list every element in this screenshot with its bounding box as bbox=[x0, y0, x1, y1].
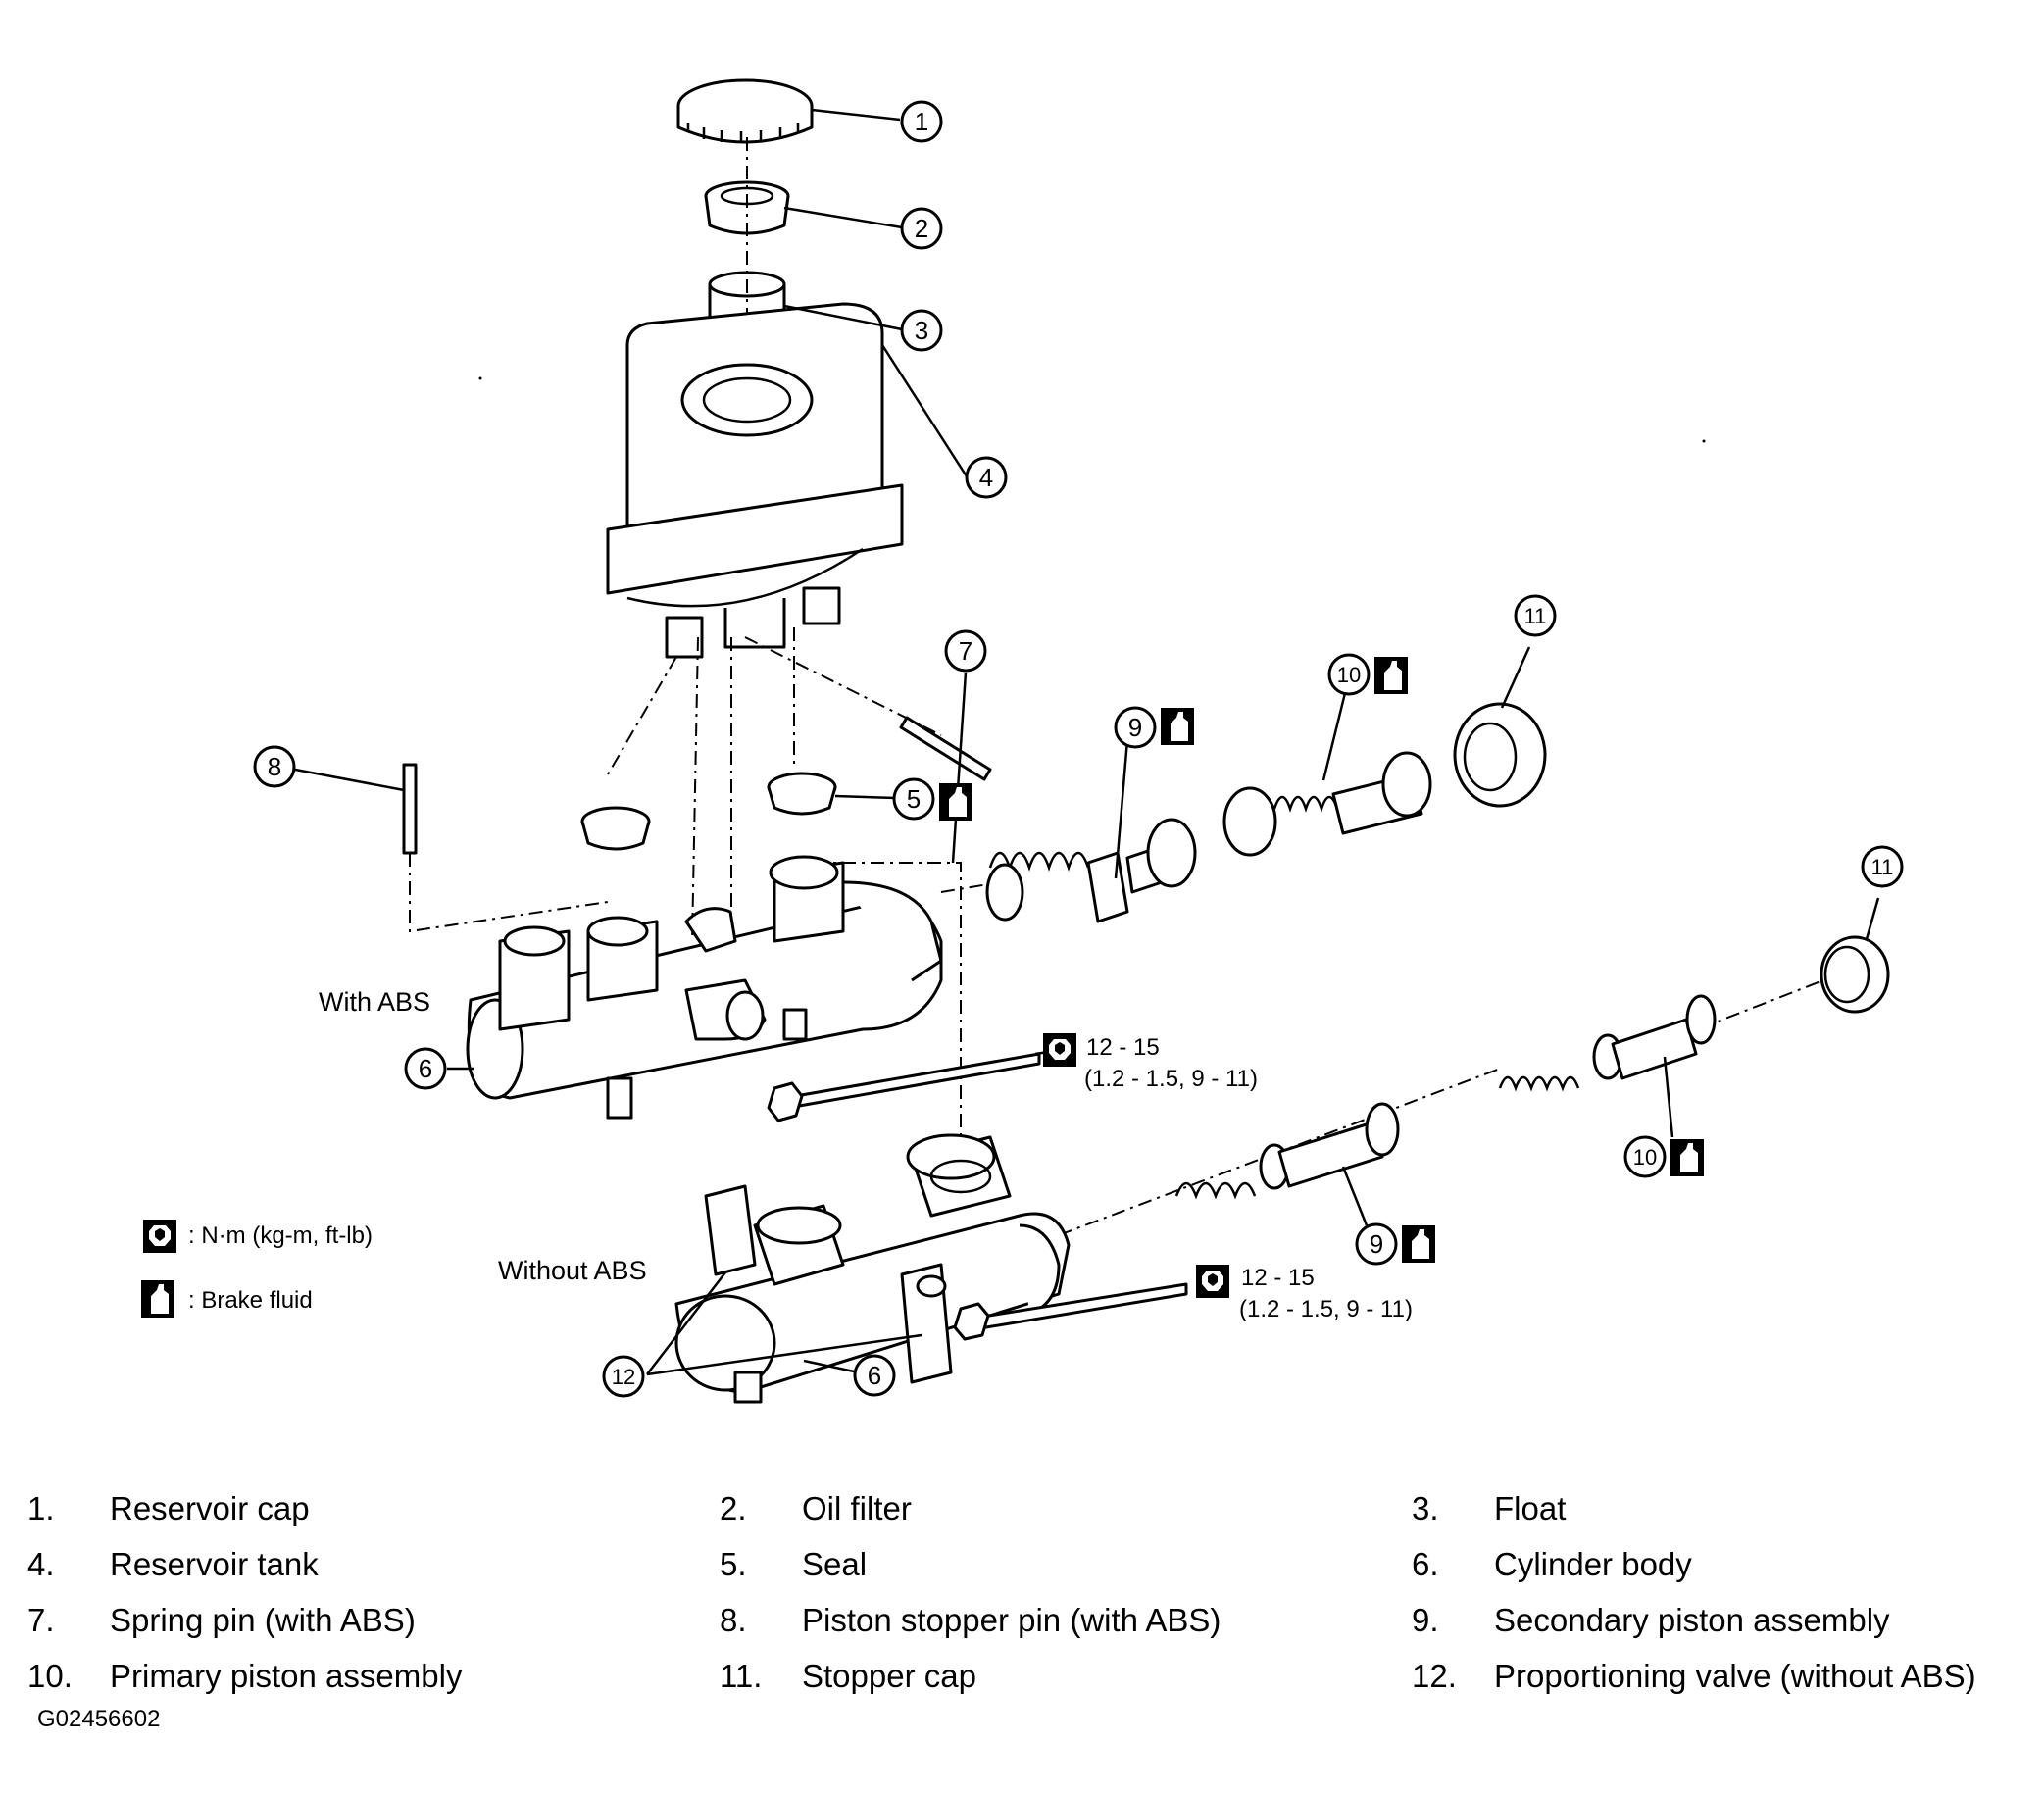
legend-name: Secondary piston assembly bbox=[1494, 1601, 1890, 1638]
legend-num: 10. bbox=[27, 1657, 73, 1694]
legend-num: 3. bbox=[1412, 1489, 1439, 1526]
callout-7: 7 bbox=[944, 629, 987, 673]
svg-text:6: 6 bbox=[868, 1361, 881, 1390]
with-abs-label: With ABS bbox=[319, 987, 430, 1017]
legend-name: Float bbox=[1494, 1489, 1567, 1526]
primary-piston-no-abs bbox=[1498, 994, 1717, 1092]
svg-text:2: 2 bbox=[915, 214, 928, 243]
svg-text:10: 10 bbox=[1337, 663, 1361, 687]
legend-row: 7. Spring pin (with ABS) 8. Piston stopp… bbox=[27, 1592, 1976, 1648]
brake-fluid-icon bbox=[939, 783, 972, 821]
brake-fluid-icon bbox=[1374, 657, 1408, 694]
legend-name: Seal bbox=[802, 1545, 868, 1582]
torque-sub-abs: (1.2 - 1.5, 9 - 11) bbox=[1084, 1066, 1258, 1092]
svg-text:8: 8 bbox=[268, 752, 281, 781]
legend-name: Reservoir cap bbox=[110, 1489, 310, 1526]
callout-3: 3 bbox=[900, 309, 943, 352]
callout-6-no-abs: 6 bbox=[853, 1354, 896, 1397]
svg-text:5: 5 bbox=[907, 784, 921, 814]
legend-name: Primary piston assembly bbox=[110, 1657, 463, 1694]
legend-row: 1. Reservoir cap 2. Oil filter 3. Float bbox=[27, 1480, 1976, 1536]
seal bbox=[580, 772, 837, 851]
svg-text:10: 10 bbox=[1633, 1145, 1657, 1170]
legend-num: 2. bbox=[720, 1489, 747, 1526]
spring-pin bbox=[899, 716, 992, 781]
bolt-abs bbox=[767, 1052, 1041, 1122]
callout-11-no-abs: 11 bbox=[1861, 845, 1904, 888]
legend-name: Reservoir tank bbox=[110, 1545, 319, 1582]
brake-fluid-icon bbox=[1670, 1139, 1704, 1176]
svg-text:11: 11 bbox=[1871, 855, 1894, 879]
brake-fluid-icon bbox=[141, 1280, 174, 1318]
callout-12: 12 bbox=[602, 1355, 645, 1398]
torque-wrench-icon bbox=[143, 1220, 176, 1253]
figure-id: G02456602 bbox=[37, 1706, 161, 1732]
legend-num: 8. bbox=[720, 1601, 747, 1638]
cylinder-body-abs bbox=[466, 855, 943, 1120]
legend-num: 1. bbox=[27, 1489, 55, 1526]
torque-value-abs: 12 - 15 bbox=[1086, 1034, 1160, 1061]
cylinder-body-no-abs bbox=[674, 1133, 1071, 1404]
torque-legend-text: : N·m (kg-m, ft-lb) bbox=[188, 1222, 373, 1249]
callout-11-abs: 11 bbox=[1514, 594, 1557, 637]
callout-6-abs: 6 bbox=[404, 1047, 447, 1090]
callout-1: 1 bbox=[900, 100, 943, 143]
legend-row: 10. Primary piston assembly 11. Stopper … bbox=[27, 1648, 1976, 1704]
callout-8: 8 bbox=[253, 745, 296, 788]
torque-wrench-icon bbox=[1196, 1265, 1229, 1298]
legend-name: Piston stopper pin (with ABS) bbox=[802, 1601, 1221, 1638]
legend-num: 4. bbox=[27, 1545, 55, 1582]
callout-10-abs: 10 bbox=[1327, 653, 1371, 696]
torque-sub-no-abs: (1.2 - 1.5, 9 - 11) bbox=[1239, 1296, 1413, 1322]
svg-text:6: 6 bbox=[419, 1054, 432, 1083]
stopper-cap-abs bbox=[1453, 702, 1547, 808]
svg-text:1: 1 bbox=[915, 107, 928, 136]
legend-name: Stopper cap bbox=[802, 1657, 976, 1694]
brake-fluid-icon bbox=[1161, 708, 1194, 745]
svg-text:12: 12 bbox=[612, 1365, 635, 1389]
callout-2: 2 bbox=[900, 207, 943, 250]
secondary-piston-abs bbox=[985, 818, 1197, 923]
callout-9-abs: 9 bbox=[1114, 706, 1157, 749]
without-abs-label: Without ABS bbox=[498, 1256, 647, 1285]
legend-name: Spring pin (with ABS) bbox=[110, 1601, 416, 1638]
torque-value-no-abs: 12 - 15 bbox=[1241, 1265, 1315, 1291]
callout-4: 4 bbox=[965, 456, 1008, 499]
callout-5: 5 bbox=[892, 777, 935, 821]
stopper-cap-no-abs bbox=[1820, 935, 1890, 1014]
legend-num: 5. bbox=[720, 1545, 747, 1582]
reservoir-cap bbox=[676, 78, 814, 144]
svg-text:9: 9 bbox=[1370, 1229, 1383, 1259]
reservoir-tank bbox=[606, 302, 904, 659]
svg-text:4: 4 bbox=[979, 463, 993, 492]
secondary-piston-no-abs bbox=[1174, 1102, 1400, 1200]
piston-stopper-pin bbox=[402, 763, 418, 855]
legend-num: 6. bbox=[1412, 1545, 1439, 1582]
legend-num: 9. bbox=[1412, 1601, 1439, 1638]
legend-name: Cylinder body bbox=[1494, 1545, 1692, 1582]
legend-num: 12. bbox=[1412, 1657, 1457, 1694]
primary-piston-abs bbox=[1222, 751, 1432, 857]
svg-text:3: 3 bbox=[915, 316, 928, 345]
callout-10-no-abs: 10 bbox=[1623, 1135, 1667, 1178]
brake-fluid-icon bbox=[1402, 1225, 1435, 1263]
torque-wrench-icon bbox=[1043, 1033, 1076, 1067]
svg-text:11: 11 bbox=[1524, 604, 1547, 628]
callout-9-no-abs: 9 bbox=[1355, 1222, 1398, 1266]
legend-row: 4. Reservoir tank 5. Seal 6. Cylinder bo… bbox=[27, 1536, 1976, 1592]
legend-name: Oil filter bbox=[802, 1489, 912, 1526]
legend-num: 11. bbox=[720, 1657, 763, 1694]
legend-name: Proportioning valve (without ABS) bbox=[1494, 1657, 1976, 1694]
legend-num: 7. bbox=[27, 1601, 55, 1638]
svg-text:7: 7 bbox=[959, 636, 972, 666]
brake-fluid-legend-text: : Brake fluid bbox=[188, 1287, 313, 1314]
svg-text:9: 9 bbox=[1128, 713, 1142, 742]
bolt-no-abs bbox=[953, 1282, 1188, 1341]
parts-legend: 1. Reservoir cap 2. Oil filter 3. Float … bbox=[27, 1480, 1976, 1704]
